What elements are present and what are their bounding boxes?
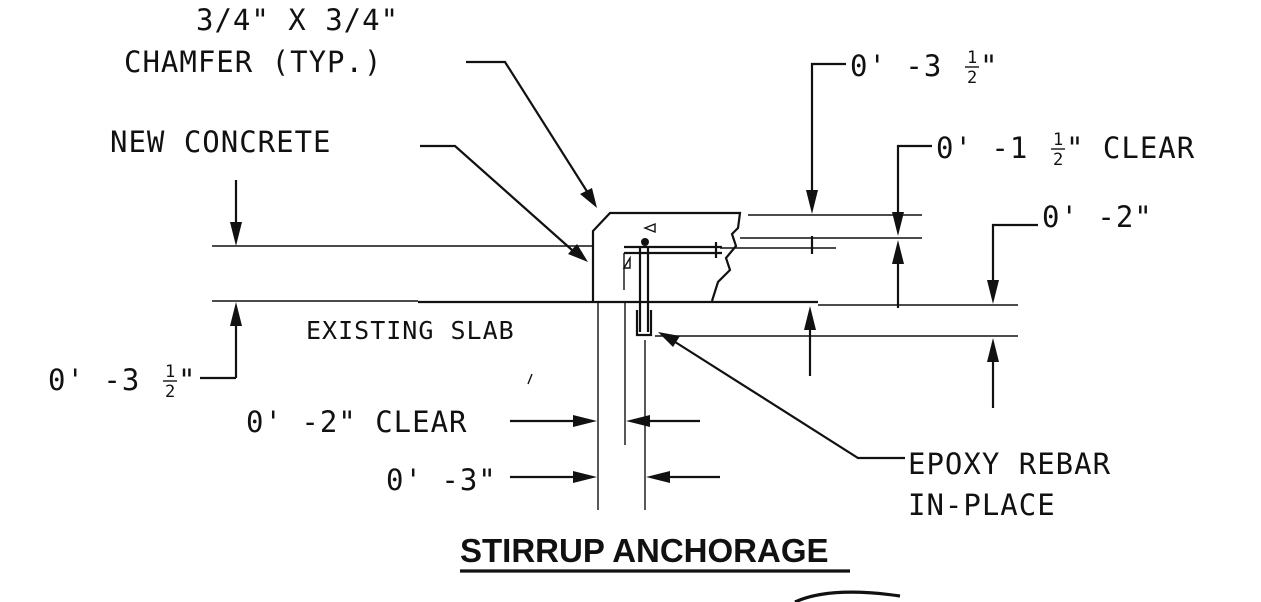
dim-two-line (991, 223, 1038, 290)
dim-clear-arrow-down (892, 212, 904, 236)
dim-top-right-frac-den: 2 (967, 68, 977, 88)
drawing-title: STIRRUP ANCHORAGE (460, 532, 829, 569)
epoxy-leader-arrow (658, 332, 680, 347)
dim-mid-arrow (804, 306, 816, 330)
chamfer-label-line2: CHAMFER (TYP.) (124, 45, 382, 79)
dim-two-arrow-up (987, 338, 999, 362)
existing-slab-label: EXISTING SLAB (306, 316, 515, 345)
dim-text-clear-top: 0' -1 1 2 " CLEAR (936, 130, 1195, 170)
chamfer-leader (466, 60, 589, 194)
epoxy-rebar-label-line1: EPOXY REBAR (908, 447, 1111, 481)
rebar-dot (641, 238, 649, 246)
dim-left-prefix: 0' -3 (48, 363, 140, 397)
dim-3-right-arrow (646, 471, 670, 483)
dim-2clear-right-arrow (626, 415, 650, 427)
dim-text-top-right: 0' -3 1 2 " (850, 48, 998, 88)
chamfer-leader-arrow (580, 188, 597, 208)
dim-clear-top-frac-num: 1 (1053, 130, 1063, 150)
dim-right-two: 0' -2" (1042, 200, 1153, 234)
dim-two-arrow-down (987, 280, 999, 304)
callout-circle-partial (794, 590, 901, 602)
dim-left-frac-den: 2 (165, 382, 175, 402)
dim-left-frac-num: 1 (165, 362, 175, 382)
dim-top-right-suffix: " (980, 49, 998, 83)
dim-tr-arrow (806, 190, 818, 214)
scan-mark (527, 373, 533, 385)
dim-2clear-left-arrow (573, 415, 597, 427)
dim-text-left: 0' -3 1 2 " (48, 362, 196, 402)
chamfer-label-line1: 3/4" X 3/4" (196, 3, 399, 37)
dim-clear-top-prefix: 0' -1 (936, 131, 1028, 165)
dim-two-clear: 0' -2" CLEAR (246, 405, 468, 439)
new-concrete-leader-arrow (568, 244, 588, 262)
dim-3-left-arrow (573, 471, 597, 483)
new-concrete-label: NEW CONCRETE (110, 125, 332, 159)
new-concrete-curb-outline (591, 211, 742, 302)
dim-left-upper-arrow (230, 222, 242, 246)
dim-top-right-frac-num: 1 (967, 48, 977, 68)
marker-flag-top (643, 222, 656, 234)
dim-top-right-prefix: 0' -3 (850, 49, 942, 83)
new-concrete-leader (420, 144, 573, 251)
epoxy-leader (671, 339, 905, 460)
epoxy-rebar-label-line2: IN-PLACE (908, 488, 1056, 522)
dim-clear-top-frac-den: 2 (1053, 150, 1063, 170)
epoxy-anchor-hole (635, 310, 653, 337)
dim-clear-top-suffix: " CLEAR (1066, 131, 1195, 165)
dim-left-suffix: " (178, 363, 196, 397)
dim-left-lower-arrow (230, 302, 242, 326)
dim-tr-line (810, 62, 846, 200)
dim-three: 0' -3" (386, 463, 497, 497)
dim-clear-arrow-up (892, 240, 904, 264)
marker-flag-left (622, 255, 631, 269)
dim-clear-line (896, 144, 932, 222)
